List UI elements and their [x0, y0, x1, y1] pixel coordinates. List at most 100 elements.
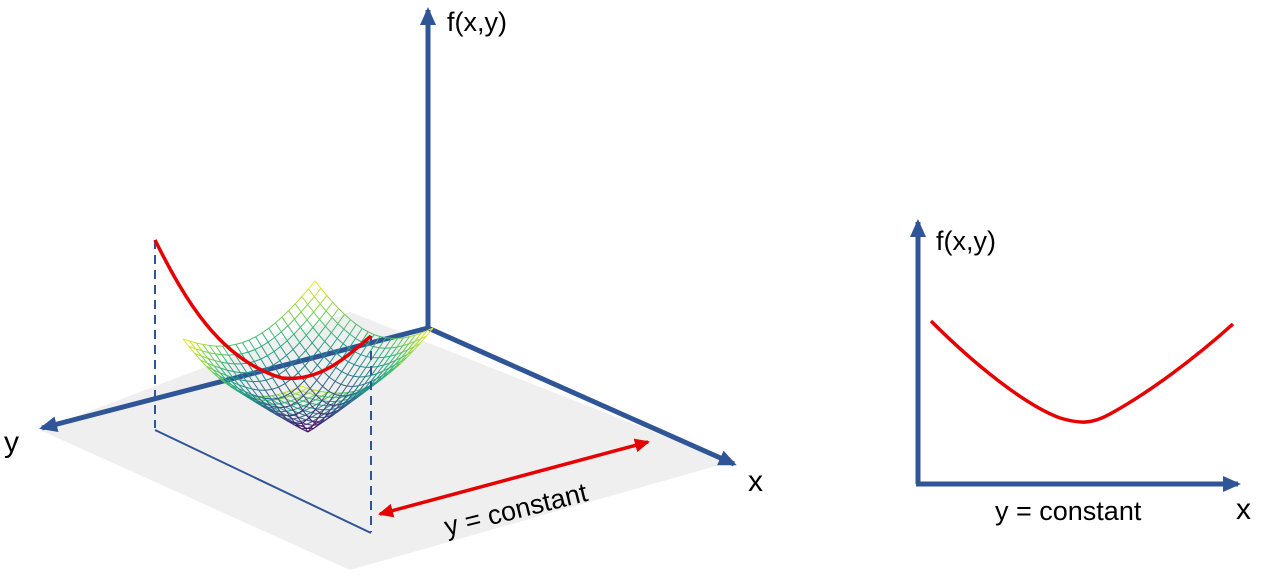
surface-grid-line — [238, 384, 246, 392]
surface-grid-line — [255, 336, 262, 347]
surface-grid-line — [295, 423, 302, 430]
surface-grid-line — [244, 391, 252, 398]
surface-grid-line — [326, 412, 334, 420]
surface-grid-line — [270, 405, 277, 413]
surface-grid-line — [389, 354, 397, 364]
surface-grid-line — [277, 398, 285, 408]
surface-grid-line — [252, 388, 259, 391]
surface-grid-line — [195, 348, 203, 352]
surface-grid-line — [295, 414, 303, 424]
surface-grid-line — [278, 386, 285, 397]
surface-grid-line — [279, 355, 287, 362]
surface-grid-line — [396, 351, 403, 355]
surface-grid-line — [259, 370, 267, 381]
surface-grid-line — [298, 412, 306, 416]
surface-grid-line — [320, 390, 328, 393]
base-plane — [40, 312, 730, 570]
surface-grid-line — [354, 351, 362, 356]
surface-grid-line — [284, 383, 292, 393]
surface-grid-line — [251, 393, 259, 398]
surface-grid-line — [214, 360, 221, 369]
surface-grid-line — [309, 402, 317, 405]
surface-grid-line — [297, 365, 306, 374]
surface-grid-line — [267, 351, 275, 357]
surface-grid-line — [235, 344, 243, 355]
surface-grid-line — [274, 331, 282, 338]
surface-grid-line — [316, 408, 324, 411]
surface-grid-line — [299, 342, 307, 351]
surface-grid-line — [311, 342, 319, 351]
surface-grid-line — [415, 332, 422, 336]
surface-grid-line — [283, 407, 291, 417]
surface-grid-line — [286, 340, 294, 350]
surface-grid-line — [360, 366, 367, 368]
surface-grid-line — [297, 380, 305, 388]
surface-grid-line — [294, 303, 302, 313]
surface-grid-line — [254, 349, 262, 360]
surface-grid-line — [378, 356, 385, 359]
surface-grid-line — [333, 395, 341, 406]
surface-grid-line — [337, 314, 345, 324]
surface-grid-line — [226, 375, 233, 383]
surface-grid-line — [229, 343, 236, 347]
surface-grid-line — [300, 311, 308, 321]
surface-grid-line — [301, 296, 309, 305]
surface-grid-line — [267, 336, 275, 343]
surface-grid-line — [308, 392, 316, 396]
surface-grid-line — [349, 333, 356, 339]
surface-grid-line — [326, 404, 335, 415]
surface-grid-line — [308, 389, 315, 394]
surface-grid-line — [353, 375, 360, 378]
surface-grid-line — [344, 399, 352, 407]
surface-grid-line — [351, 385, 360, 395]
surface-grid-line — [240, 363, 248, 374]
surface-grid-line — [278, 402, 285, 405]
surface-grid-line — [268, 327, 276, 338]
surface-grid-line — [350, 319, 357, 325]
surface-grid-line — [309, 379, 318, 389]
surface-grid-line — [247, 351, 255, 362]
surface-grid-line — [311, 334, 320, 344]
surface-grid-line — [307, 304, 314, 313]
surface-grid-line — [246, 372, 254, 382]
surface-grid-line — [208, 352, 216, 361]
surface-grid-line — [426, 327, 434, 337]
surface-grid-line — [389, 346, 398, 357]
surface-grid-line — [271, 398, 278, 400]
surface-grid-line — [215, 345, 223, 356]
surface-grid-line — [261, 341, 269, 347]
surface-grid-line — [285, 406, 293, 411]
surface-grid-line — [296, 395, 304, 402]
surface-grid-line — [312, 319, 320, 328]
surface-grid-line — [336, 338, 344, 345]
surface-grid-line — [306, 420, 313, 425]
surface-grid-line — [321, 400, 329, 405]
surface-grid-line — [381, 367, 390, 376]
surface-grid-line — [401, 349, 409, 358]
surface-grid-line — [280, 340, 288, 347]
surface-grid-line — [383, 355, 391, 366]
surface-grid-line — [260, 358, 268, 369]
surface-grid-line — [355, 337, 362, 343]
surface-grid-line — [317, 356, 325, 366]
surface-grid-line — [232, 381, 240, 386]
surface-grid-line — [296, 395, 303, 400]
surface-grid-line — [330, 323, 339, 333]
surface-grid-line — [294, 318, 301, 328]
surface-grid-line — [221, 361, 228, 364]
surface-grid-line — [320, 288, 328, 296]
surface-grid-line — [226, 369, 234, 379]
surface-grid-line — [312, 327, 320, 336]
surface-grid-line — [345, 394, 353, 403]
surface-grid-line — [311, 412, 318, 415]
surface-grid-line — [220, 361, 228, 371]
surface-grid-line — [265, 388, 272, 391]
surface-grid-line — [305, 414, 312, 418]
surface-grid-line — [318, 416, 326, 419]
surface-grid-line — [347, 374, 354, 377]
surface-grid-line — [346, 393, 353, 397]
surface-grid-line — [301, 387, 308, 392]
surface-grid-line — [327, 393, 335, 405]
surface-grid-line — [241, 342, 249, 353]
